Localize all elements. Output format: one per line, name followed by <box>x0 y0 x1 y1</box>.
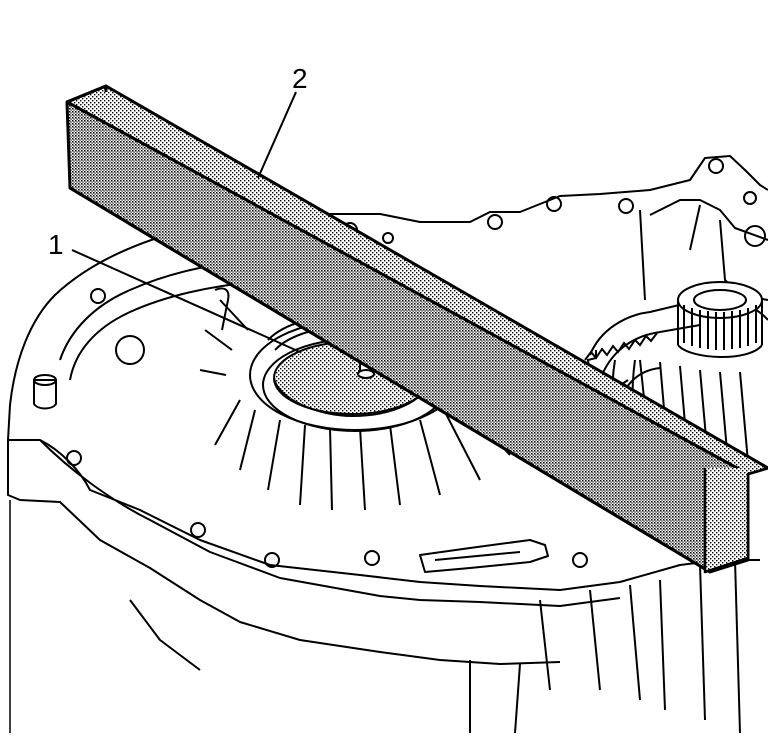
callout-label-2: 2 <box>292 63 308 94</box>
gear-set <box>577 281 768 463</box>
transaxle-case <box>7 155 768 734</box>
callout-label-1: 1 <box>48 229 64 260</box>
straight-edge-bar <box>65 84 768 574</box>
leader-lines <box>71 91 301 353</box>
leader-line-1 <box>71 249 301 353</box>
leader-line-2 <box>257 91 297 179</box>
